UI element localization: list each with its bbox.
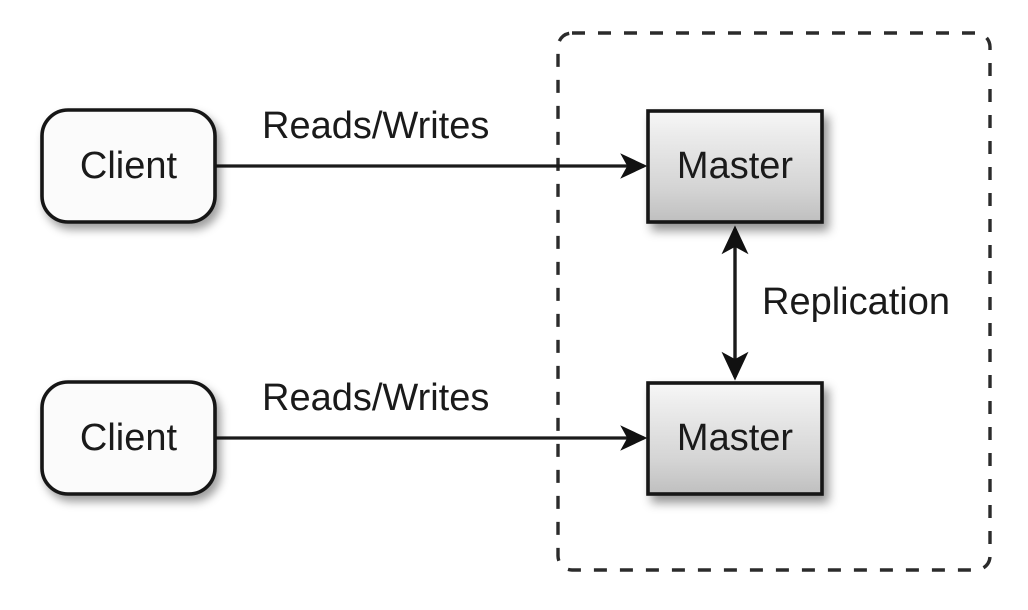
client-top-box[interactable] [40, 108, 217, 224]
client-bottom-box[interactable] [40, 380, 217, 496]
edge-label-reads-writes-top: Reads/Writes [262, 105, 489, 147]
replication-cluster-boundary [556, 31, 992, 572]
client-bottom-label: Client [80, 417, 178, 459]
node-master-top[interactable]: Master [646, 109, 824, 224]
edge-label-reads-writes-bottom: Reads/Writes [262, 377, 489, 419]
node-client-bottom[interactable]: Client [40, 380, 217, 496]
master-top-label: Master [677, 145, 793, 187]
master-top-box[interactable] [646, 109, 824, 224]
node-client-top[interactable]: Client [40, 108, 217, 224]
master-bottom-box[interactable] [646, 381, 824, 496]
client-top-label: Client [80, 145, 178, 187]
edge-label-replication: Replication [762, 281, 950, 323]
master-bottom-label: Master [677, 417, 793, 459]
node-master-bottom[interactable]: Master [646, 381, 824, 496]
